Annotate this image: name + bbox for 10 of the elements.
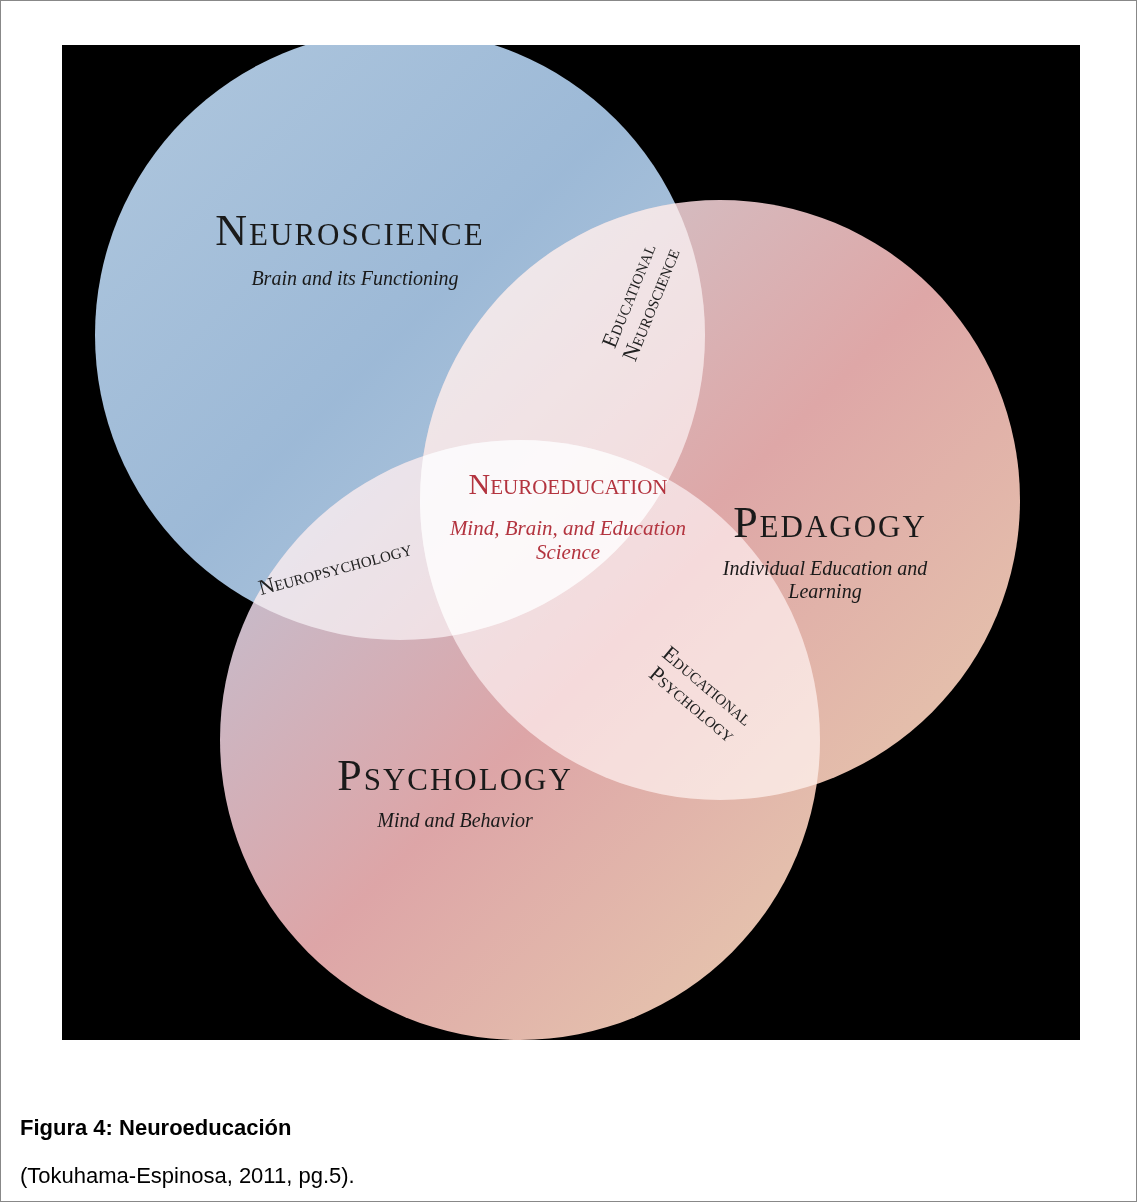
figure-title: Figura 4: Neuroeducación	[20, 1115, 292, 1141]
circle-subtitle: Brain and its Functioning	[250, 266, 460, 290]
center-title: Neuroeducation	[467, 468, 669, 500]
circle-subtitle: Individual Education and Learning	[721, 557, 929, 603]
circle-subtitle: Mind and Behavior	[376, 808, 534, 832]
figure-caption: (Tokuhama-Espinosa, 2011, pg.5).	[20, 1163, 355, 1189]
center-subtitle: Mind, Brain, and Education Science	[448, 516, 688, 564]
circle-title: Neuroscience	[215, 204, 485, 256]
circle-title: Pedagogy	[733, 496, 927, 548]
circle-title: Psychology	[337, 749, 573, 801]
